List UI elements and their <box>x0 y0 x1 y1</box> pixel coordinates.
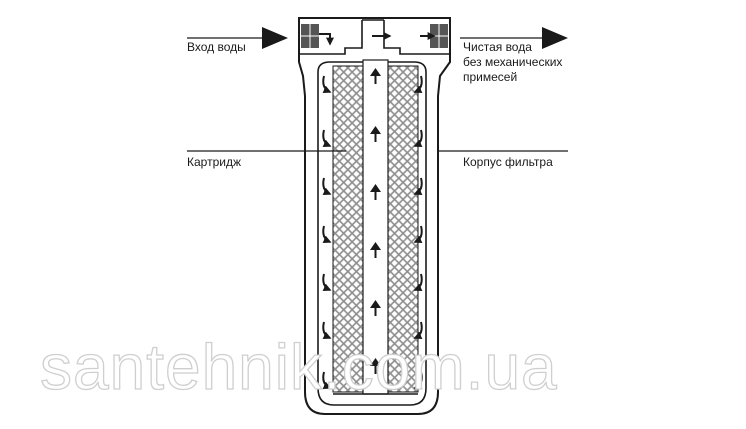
curved-arrow-icon <box>322 273 332 292</box>
label-outlet-line3: примесей <box>463 70 518 84</box>
label-cartridge: Картридж <box>187 155 241 169</box>
up-arrow-icon <box>370 358 381 374</box>
curved-arrow-icon <box>322 177 332 196</box>
curved-arrow-icon <box>322 371 332 390</box>
central-channel <box>362 59 389 395</box>
label-outlet-line2: без механических <box>463 55 563 69</box>
curved-arrow-icon <box>413 177 423 196</box>
label-outlet: Чистая вода без механических примесей <box>463 40 562 85</box>
curved-arrow-icon <box>322 321 332 340</box>
filter-housing <box>298 17 451 415</box>
curved-arrow-icon <box>322 129 332 148</box>
upward-flow-arrows <box>370 68 381 374</box>
up-arrow-icon <box>370 242 381 258</box>
label-inlet: Вход воды <box>187 40 246 54</box>
inlet-port <box>301 24 319 48</box>
curved-flow-arrows <box>322 75 423 390</box>
curved-arrow-icon <box>413 225 423 244</box>
curved-arrow-icon <box>413 273 423 292</box>
up-arrow-icon <box>370 68 381 84</box>
inlet-arrow-icon <box>262 27 288 49</box>
up-arrow-icon <box>370 184 381 200</box>
curved-arrow-icon <box>413 371 423 390</box>
up-arrow-icon <box>370 300 381 316</box>
cartridge-mesh-right <box>387 65 419 393</box>
outlet-port <box>430 24 448 48</box>
curved-arrow-icon <box>413 75 423 94</box>
curved-arrow-icon <box>413 129 423 148</box>
curved-arrow-icon <box>322 225 332 244</box>
label-housing: Корпус фильтра <box>463 155 553 169</box>
curved-arrow-icon <box>413 321 423 340</box>
curved-arrow-icon <box>322 75 332 94</box>
up-arrow-icon <box>370 126 381 142</box>
cartridge-mesh-left <box>332 65 364 393</box>
inlet-flow-arrow-icon <box>319 33 334 46</box>
label-outlet-line1: Чистая вода <box>463 40 532 54</box>
outlet-arrow-icon <box>542 27 568 49</box>
housing-inner-wall <box>317 61 427 406</box>
watermark: santehnik.com.ua <box>39 330 558 403</box>
